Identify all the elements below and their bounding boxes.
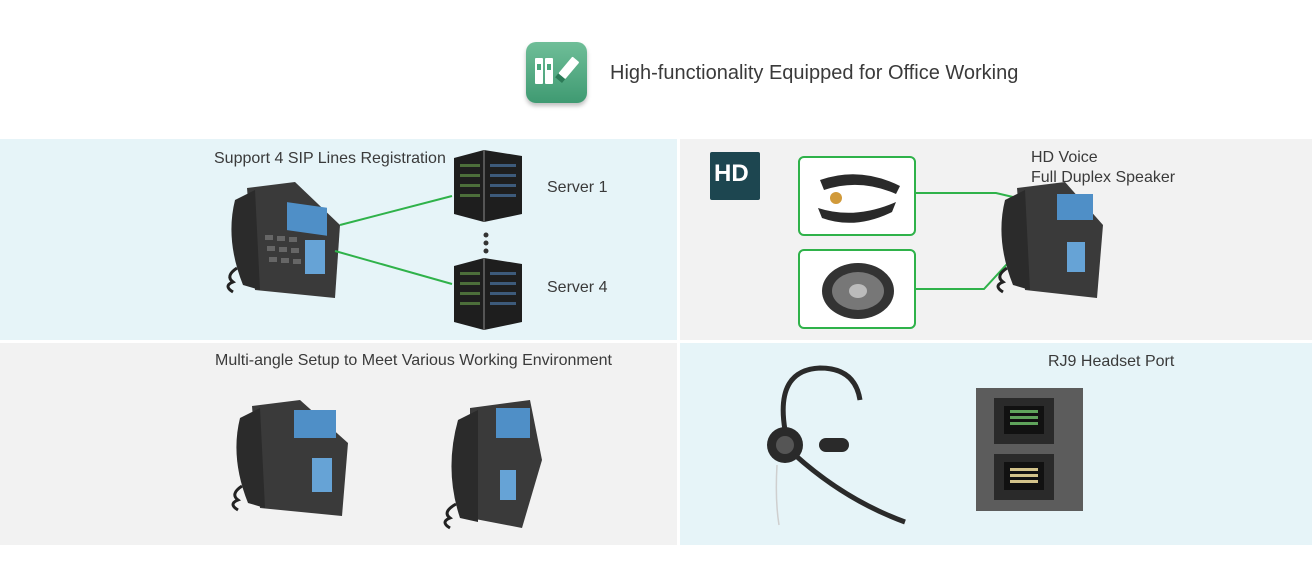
headset-icon (767, 365, 906, 526)
ip-phone-image (443, 400, 542, 530)
full-duplex-label: Full Duplex Speaker (1031, 169, 1176, 186)
ip-phone-image (996, 182, 1103, 298)
sip-lines-title: Support 4 SIP Lines Registration (214, 150, 446, 167)
ip-phone-image (226, 182, 340, 298)
server-4-label: Server 4 (547, 279, 608, 296)
multi-angle-title: Multi-angle Setup to Meet Various Workin… (215, 352, 612, 369)
ip-phone-image (231, 400, 348, 516)
hd-badge-text: HD (714, 160, 749, 187)
rj9-ports-photo (976, 388, 1083, 511)
hd-voice-panel (680, 139, 1312, 340)
headset-port-title: RJ9 Headset Port (1048, 353, 1175, 370)
hd-voice-label: HD Voice (1031, 149, 1098, 166)
server-rack-icon (454, 150, 522, 222)
hd-badge-icon: HD (710, 152, 760, 200)
server-rack-icon (454, 258, 522, 330)
sip-connection-lines (334, 195, 489, 285)
office-tools-icon (526, 42, 587, 103)
handset-parts-box (798, 156, 916, 236)
server-1-label: Server 1 (547, 179, 608, 196)
page-title: High-functionality Equipped for Office W… (610, 62, 1019, 84)
speaker-box (798, 249, 916, 329)
